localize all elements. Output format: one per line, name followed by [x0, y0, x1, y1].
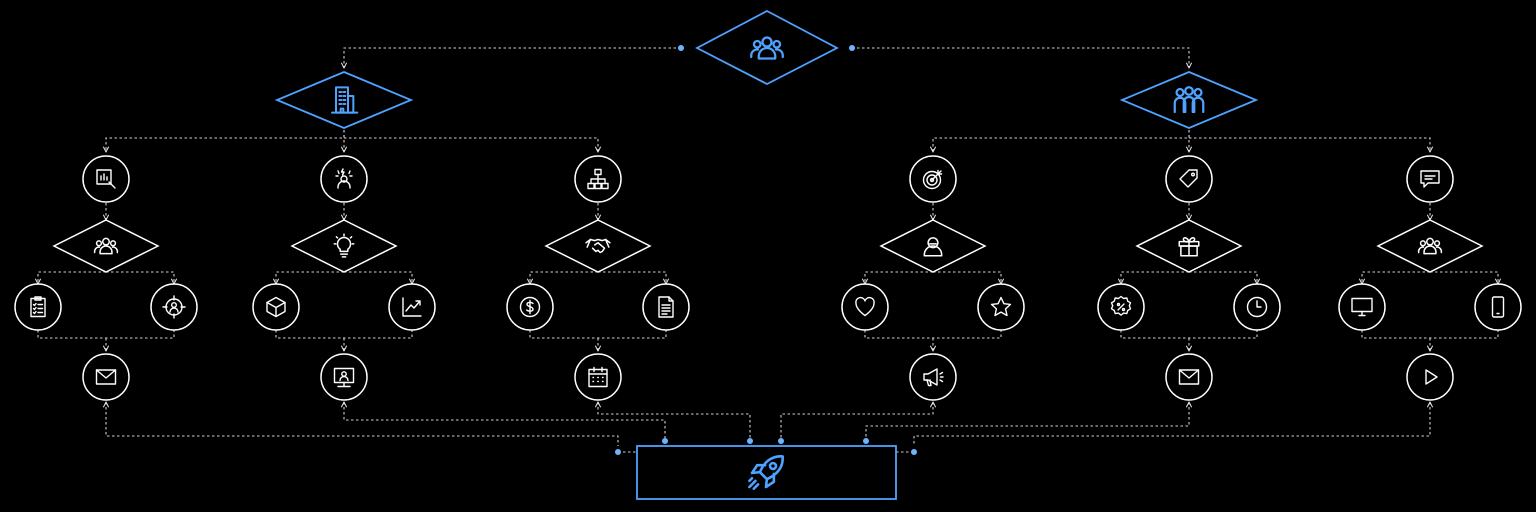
branch-bottom-node[interactable]: [909, 353, 957, 401]
branch-decision[interactable]: [1376, 219, 1484, 273]
branches: [14, 155, 1522, 401]
launch-connectors: [106, 402, 1430, 453]
branch-3: [506, 155, 690, 401]
root-decision[interactable]: [695, 9, 839, 86]
branch-top-node[interactable]: [82, 155, 130, 203]
branch-left-node[interactable]: [252, 283, 300, 331]
branch-top-node[interactable]: [320, 155, 368, 203]
hub-left[interactable]: [274, 71, 414, 129]
branch-left-node[interactable]: [14, 283, 62, 331]
connector-dot: [678, 45, 684, 51]
branch-decision[interactable]: [52, 219, 160, 273]
connector-dot: [849, 45, 855, 51]
branch-decision[interactable]: [290, 219, 398, 273]
branch-right-node[interactable]: [1233, 283, 1281, 331]
branch-bottom-node[interactable]: [574, 353, 622, 401]
branch-2: [252, 155, 436, 401]
hub-right[interactable]: [1119, 71, 1259, 129]
branch-bottom-node[interactable]: [1406, 353, 1454, 401]
branch-left-node[interactable]: [506, 283, 554, 331]
branch-top-node[interactable]: [574, 155, 622, 203]
branch-right-node[interactable]: [642, 283, 690, 331]
branch-top-node[interactable]: [1406, 155, 1454, 203]
branch-right-node[interactable]: [388, 283, 436, 331]
branch-right-node[interactable]: [1474, 283, 1522, 331]
branch-bottom-node[interactable]: [82, 353, 130, 401]
branch-decision[interactable]: [1135, 219, 1243, 273]
branch-top-node[interactable]: [1165, 155, 1213, 203]
branch-6: [1338, 155, 1522, 401]
connectors: [106, 47, 1430, 152]
launch-connector-dots: [615, 438, 917, 455]
branch-left-node[interactable]: [1097, 283, 1145, 331]
branch-5: [1097, 155, 1281, 401]
branch-4: [841, 155, 1025, 401]
branch-right-node[interactable]: [977, 283, 1025, 331]
branch-top-node[interactable]: [909, 155, 957, 203]
launch-box[interactable]: [636, 445, 897, 500]
branch-right-node[interactable]: [150, 283, 198, 331]
branch-bottom-node[interactable]: [1165, 353, 1213, 401]
branch-bottom-node[interactable]: [320, 353, 368, 401]
branch-left-node[interactable]: [1338, 283, 1386, 331]
branch-decision[interactable]: [544, 219, 652, 273]
branch-1: [14, 155, 198, 401]
branch-decision[interactable]: [879, 219, 987, 273]
branch-left-node[interactable]: [841, 283, 889, 331]
